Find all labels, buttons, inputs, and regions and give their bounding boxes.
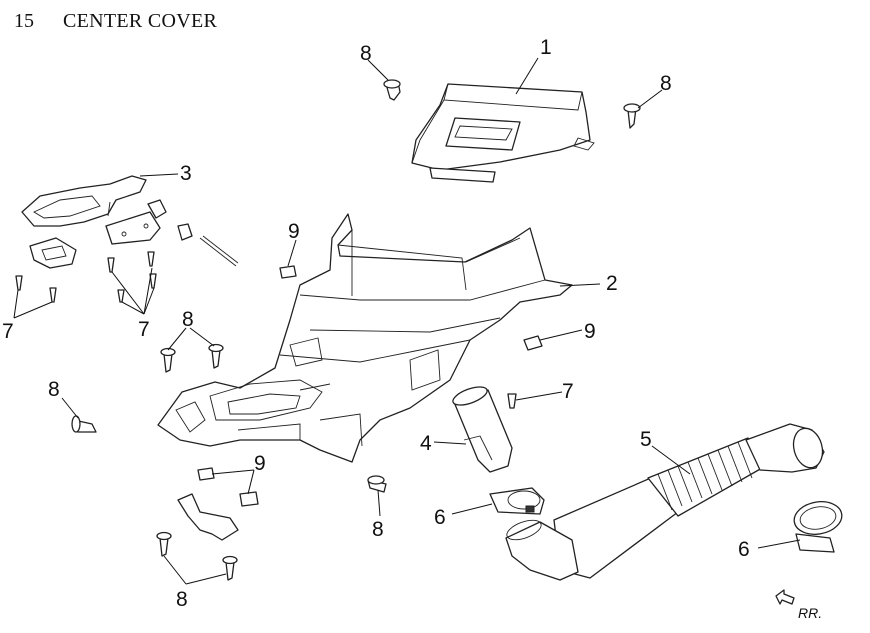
section-number: 15 [14, 10, 34, 32]
callout-8-top-left: 8 [360, 42, 372, 65]
nut-9-upper [279, 265, 297, 279]
screw-8-top-left [383, 79, 401, 101]
callout-9-right: 9 [584, 320, 596, 343]
callout-8-center: 8 [372, 518, 384, 541]
callout-7-right: 7 [562, 380, 574, 403]
callout-2: 2 [606, 272, 618, 295]
part-2-center-frame-cover [157, 213, 573, 463]
clip-7-right [507, 393, 517, 409]
callout-6-lower: 6 [738, 538, 750, 561]
part-6-hose-clamp-upper [489, 487, 545, 515]
clip-7-group-left [15, 275, 57, 303]
screw-8-mid-left-b [208, 343, 224, 369]
callout-9-upper: 9 [288, 220, 300, 243]
screw-8-left [71, 415, 97, 433]
callout-8-bottom: 8 [176, 588, 188, 611]
direction-label: RR. [798, 605, 822, 621]
callout-9-lower: 9 [254, 452, 266, 475]
screw-8-center [367, 475, 387, 493]
callout-7-middle: 7 [138, 318, 150, 341]
callout-6-upper: 6 [434, 506, 446, 529]
clip-7-group-middle [107, 251, 157, 303]
callout-1: 1 [540, 36, 552, 59]
rear-direction-arrow-icon [775, 589, 795, 605]
callout-8-top-right: 8 [660, 72, 672, 95]
nut-9-lower-a [197, 467, 215, 481]
callout-4: 4 [420, 432, 432, 455]
part-3-bracket-assembly [21, 175, 239, 269]
callout-8-left: 8 [48, 378, 60, 401]
screw-8-bottom-b [222, 555, 238, 581]
leader-lines [13, 57, 801, 585]
screw-8-mid-left-a [160, 347, 176, 373]
callout-8-mid: 8 [182, 308, 194, 331]
diagram-title: CENTER COVER [63, 10, 218, 32]
part-6-hose-clamp-lower [793, 501, 843, 553]
part-5-intake-hose [505, 423, 825, 581]
callout-7-left: 7 [2, 320, 14, 343]
nut-9-lower-b [239, 491, 259, 507]
part-1-upper-cover [411, 83, 595, 183]
lower-bracket [177, 493, 239, 541]
nut-9-right [523, 335, 543, 351]
part-4-duct-tube [452, 386, 513, 473]
screw-8-bottom-a [156, 531, 172, 557]
callout-5: 5 [640, 428, 652, 451]
callout-3: 3 [180, 162, 192, 185]
screw-8-top-right [623, 103, 641, 129]
